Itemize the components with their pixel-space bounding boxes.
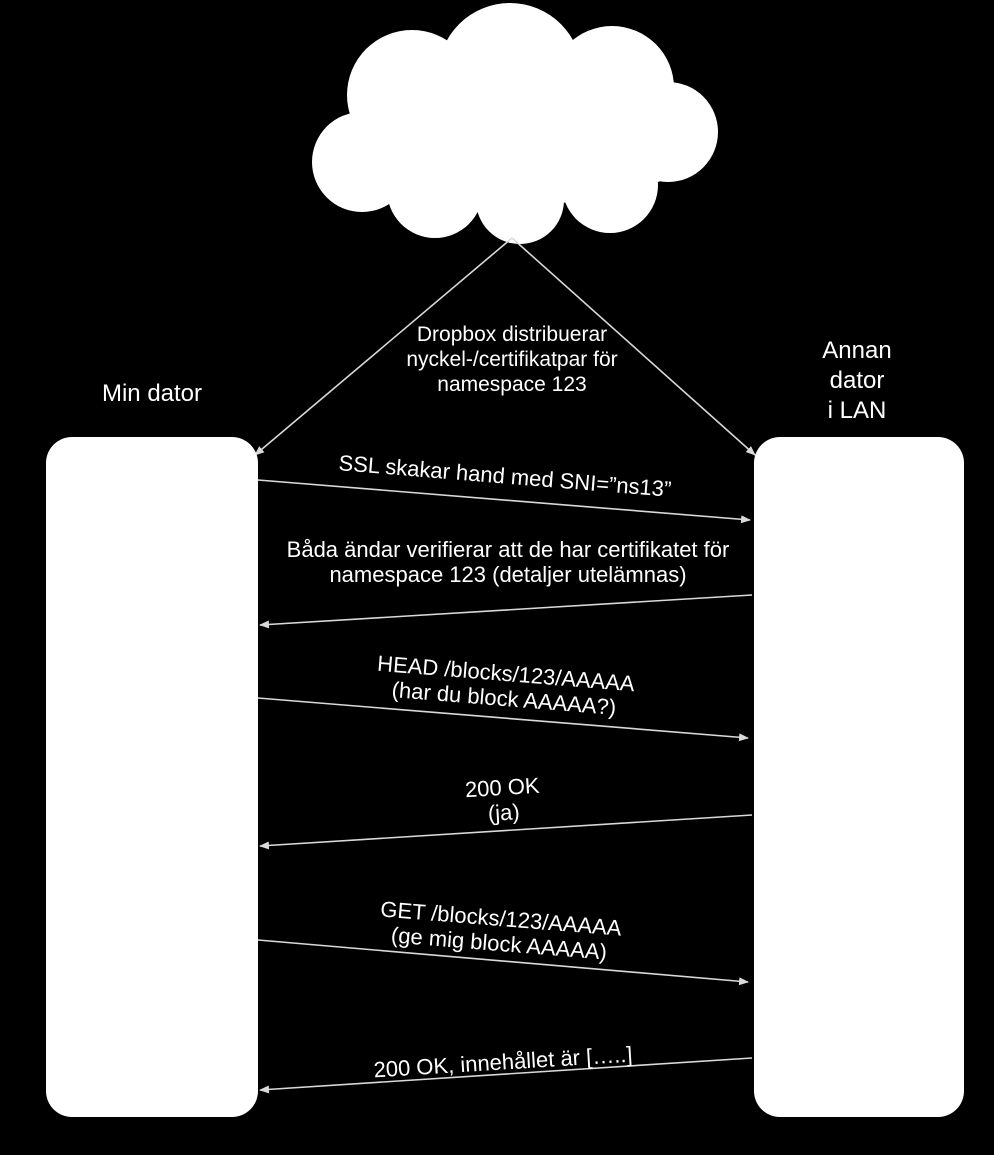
cloud-icon [312,3,718,244]
cloud-to-left-arrow [254,237,513,456]
message-arrow [259,814,753,850]
right-node-title-line-3: i LAN [827,397,887,424]
message-line: 200 OK [464,772,541,803]
right-node-title-line-2: dator [829,367,885,394]
message-line: (ja) [487,799,521,826]
message-label-verify: Båda ändar verifierar att de har certifi… [287,537,730,587]
message-arrow [259,594,753,629]
distribution-line-3: namespace 123 [437,373,587,396]
message-line: namespace 123 (detaljer utelämnas) [329,562,687,587]
message-arrow [257,939,749,986]
message-line: Båda ändar verifierar att de har certifi… [286,537,730,562]
distribution-line-2: nyckel-/certifikatpar för [406,348,618,371]
right-node-title: Annan dator i LAN [822,336,891,426]
right-node-title-line-1: Annan [822,337,892,364]
other-computer-box [754,437,964,1117]
distribution-line-1: Dropbox distribuerar [416,323,608,346]
message-label-200-ok: 200 OK (ja) [464,773,542,827]
left-node-title: Min dator [101,380,203,407]
message-arrow [257,697,749,742]
message-arrow [257,479,751,524]
my-computer-box [46,437,258,1117]
message-arrow [259,1057,753,1094]
cloud-to-right-arrow [511,237,756,456]
distribution-label: Dropbox distribuerar nyckel-/certifikatp… [406,322,617,397]
